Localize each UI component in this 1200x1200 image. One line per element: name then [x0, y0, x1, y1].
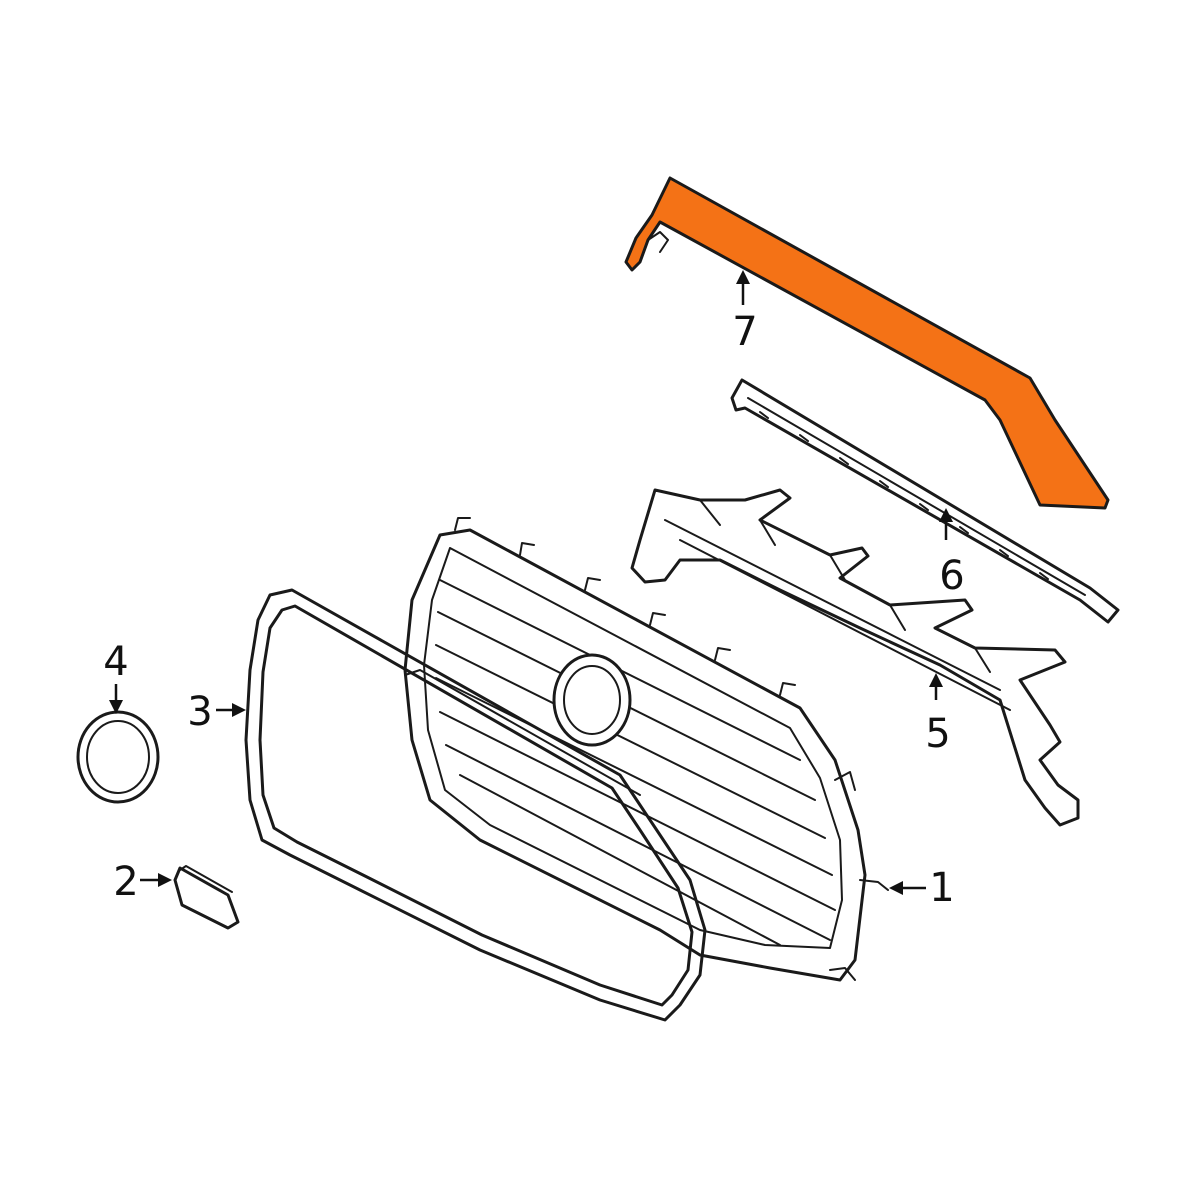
leader-arrows — [109, 270, 953, 895]
part-3-inner — [258, 604, 694, 1007]
part-1-tabs — [454, 517, 889, 981]
part-1-emblem-mount — [552, 653, 632, 747]
part-5-detail — [664, 499, 1011, 711]
part-5-bracket[interactable] — [630, 488, 1080, 827]
callout-2: 2 — [113, 859, 139, 905]
callout-3: 3 — [187, 689, 213, 735]
part-1-grille[interactable] — [403, 517, 889, 982]
callout-7: 7 — [732, 309, 758, 355]
part-2-detail — [179, 865, 233, 893]
part-3-frame[interactable] — [244, 588, 707, 1022]
part-6-upper-bar[interactable] — [730, 378, 1120, 624]
part-1-inner-outline — [423, 547, 843, 949]
part-2-cap[interactable] — [173, 865, 240, 930]
part-7-clip — [639, 231, 669, 263]
callout-4: 4 — [103, 639, 129, 685]
part-7-upper-molding[interactable] — [624, 176, 1110, 510]
part-3-outer — [244, 588, 707, 1022]
part-6-detail — [747, 397, 1086, 596]
callout-6: 6 — [939, 553, 965, 599]
part-2-shape — [173, 866, 240, 930]
callout-5: 5 — [925, 711, 951, 757]
part-3-lower-rim — [404, 669, 641, 796]
part-1-slats — [435, 579, 836, 946]
part-1-emblem-inner — [563, 665, 621, 735]
part-4-emblem[interactable] — [76, 710, 160, 804]
part-7-shape — [624, 176, 1110, 510]
part-4-inner — [86, 720, 150, 794]
part-1-outline — [403, 528, 867, 982]
callout-1: 1 — [929, 865, 955, 911]
